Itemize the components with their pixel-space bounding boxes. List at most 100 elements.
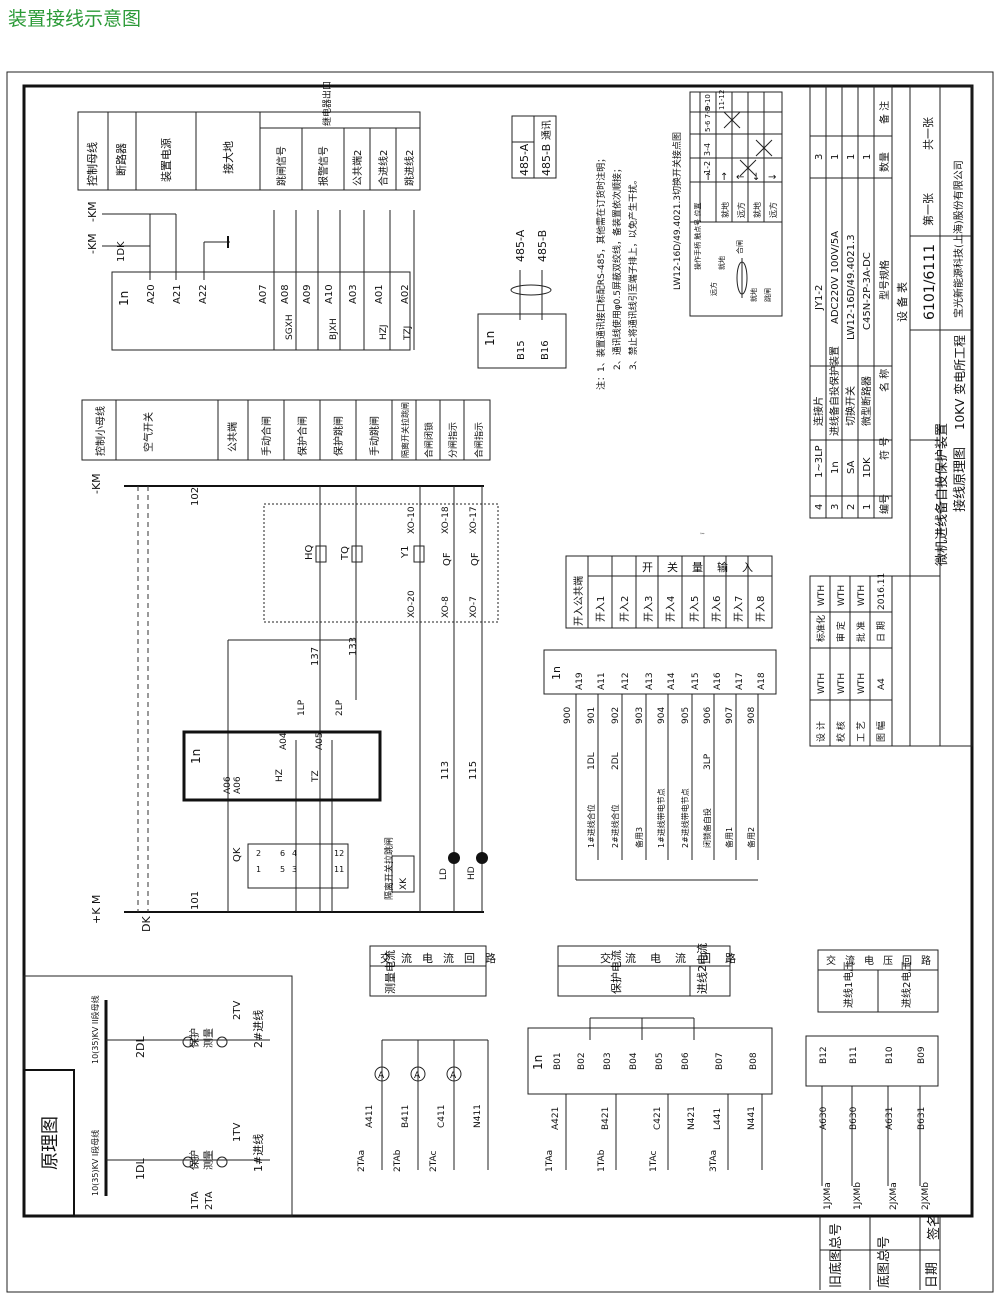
notes: 注：1、装置通讯接口标配RS-485，其他需在订货时注明； 2、通讯线使用φ0.…	[595, 154, 639, 390]
comm-pin-b16: B16	[540, 340, 551, 360]
pt-pin-b10: B10	[885, 1046, 895, 1064]
equip-r3-qty: 1	[846, 154, 857, 160]
cc-label-ptrip: 保护跳闸	[332, 416, 345, 456]
prot-wire-n441: N441	[747, 1106, 757, 1130]
ctrl-module: 1n	[117, 291, 131, 306]
lw-pos-5: 跳闸	[763, 288, 772, 302]
ctrl-km-1: -KM	[86, 201, 99, 222]
equip-r2-sym: 1n	[830, 461, 841, 474]
cc-qk: QK	[232, 847, 243, 862]
di-module: 1n	[550, 666, 563, 680]
cc-pin-a05: A05	[315, 732, 325, 750]
equip-r4-name: 微型断路器	[860, 376, 873, 426]
comm-block: 通讯 485-A 485-B 485-A 485-B 1n B15 B16	[477, 115, 567, 369]
principle-prot1: 保护	[188, 1150, 201, 1170]
cc-contact-1lp: 1LP	[297, 699, 307, 716]
cc-pin-a04: A04	[279, 732, 289, 750]
meas-wire-a411: A411	[365, 1105, 375, 1128]
cc-lamp-ld: LD	[439, 868, 449, 880]
equip-col-note: 备 注	[878, 101, 891, 124]
ctrl-pin-a21: A21	[172, 284, 183, 304]
di-in-4: 1#进线带电节点	[656, 788, 666, 848]
cc-lamp-hd: HD	[467, 866, 477, 880]
di-wire-907: 907	[725, 707, 735, 724]
role-format: 图 幅	[875, 721, 887, 742]
cc-qk-3: 3	[292, 865, 297, 874]
role-check: 校 核	[835, 721, 847, 742]
ctrl-sig-bjxh: BJXH	[329, 318, 339, 340]
side-label-base: 底图总号	[876, 1236, 892, 1288]
di-pin-a19: A19	[575, 672, 585, 690]
principle-meas1: 测量	[202, 1150, 215, 1170]
cc-label-open-ind: 分闸指示	[447, 422, 459, 458]
cc-coil-y1: Y1	[400, 546, 411, 559]
cc-km-bot: +K M	[90, 895, 103, 924]
di-in-7: 备用1	[724, 827, 734, 848]
equip-r4-model: C45N-2P-3A-DC	[862, 252, 873, 330]
pt-src-2b: 2JXMb	[921, 1182, 931, 1210]
ctrl-out-trip: 跳闸信号	[275, 146, 288, 186]
role-check-val: WTH	[837, 673, 847, 694]
page-title: 装置接线示意图	[8, 8, 142, 30]
pt-pin-b12: B12	[819, 1046, 829, 1064]
cc-label-common: 公共端	[226, 422, 239, 452]
lw-col-1: 1-2	[703, 161, 712, 174]
di-pin-a11: A11	[597, 672, 607, 690]
lw-switch-table: LW12-16D/49.4021.3切换开关接点图 1-2 3-4 5-6 7-…	[671, 90, 783, 317]
lw-arrow-4: ↓	[752, 172, 760, 183]
cc-wire-115: 115	[468, 761, 479, 780]
prot-pin-b03: B03	[603, 1052, 613, 1070]
equip-r1-name: 连接片	[812, 396, 825, 426]
equip-r4-qty: 1	[862, 154, 873, 160]
prot-ct-block: 交流电流回路 保护电流 进线2电流 1n B01 B02 B03 B04 B05…	[527, 943, 773, 1172]
di-pin-a14: A14	[667, 672, 677, 690]
di-pin-a18: A18	[757, 672, 767, 690]
meas-header: 交流电流回路	[380, 951, 506, 965]
prot-ct-c: 1TAc	[649, 1150, 659, 1172]
equip-r3-sym: SA	[846, 460, 857, 474]
ctrl-pin-a07: A07	[258, 284, 269, 304]
pt-wire-b630: B630	[849, 1106, 859, 1130]
role2-date: 日 期	[876, 621, 887, 642]
di-group: 开关量输入	[700, 532, 705, 535]
prot-wire-n421: N421	[687, 1106, 697, 1130]
principle-diagram: 原理图 10(35)KV I段母线 10(35)KV II段母线 1DL 2DL…	[23, 975, 293, 1217]
prot-pin-b08: B08	[749, 1052, 759, 1070]
pt-sub2: 进线2电压	[900, 962, 913, 1008]
di-h5: 开入5	[690, 596, 701, 622]
control-block: 控制母线 断路器 装置电源 接大地 继电器出口 跳闸信号 报警信号 公共端2 合…	[77, 81, 421, 351]
cc-qk-2: 2	[256, 849, 261, 858]
note-1: 注：1、装置通讯接口标配RS-485，其他需在订货时注明；	[595, 154, 607, 390]
cc-wire-137: 137	[310, 647, 321, 666]
cc-qk-1: 1	[256, 865, 261, 874]
pt-wire-b631: B631	[917, 1107, 927, 1130]
cc-wire-113: 113	[440, 761, 451, 780]
ctrl-pin-a02: A02	[400, 284, 411, 304]
lw-row-2: 远方	[736, 202, 746, 218]
di-h3: 开入3	[644, 596, 655, 622]
ctrl-sig-hzj: HZJ	[379, 324, 389, 340]
di-wire-906: 906	[703, 707, 713, 724]
role2-approve-val: WTH	[857, 585, 867, 606]
comm-line-b: 485-B	[536, 230, 549, 262]
equip-r4-sym: 1DK	[862, 457, 873, 478]
principle-title: 原理图	[40, 1116, 61, 1170]
prot-wire-l441: L441	[713, 1108, 723, 1130]
cc-qk-5: 5	[280, 865, 285, 874]
cc-label-close-ind: 合闸指示	[473, 422, 485, 458]
cc-wire-133: 133	[348, 637, 359, 656]
equip-r1-sym: 1~3LP	[814, 445, 825, 478]
prot-pin-b06: B06	[681, 1052, 691, 1070]
cc-xk: XK	[399, 877, 409, 890]
role2-std-val: WTH	[817, 585, 827, 606]
cc-qk-4: 4	[292, 849, 297, 858]
cc-wire-101: 101	[190, 891, 201, 910]
equip-col-model: 型号规格	[878, 260, 891, 300]
lw-title: LW12-16D/49.4021.3切换开关接点图	[671, 132, 683, 290]
di-h2: 开入2	[620, 596, 631, 622]
control-circuit: 控制小母线 空气开关 公共端 手动合闸 保护合闸 保护跳闸 手动跳闸 隔离开关拉…	[81, 399, 499, 932]
lw-row-1: 就地	[720, 202, 730, 218]
prot-pin-b02: B02	[577, 1052, 587, 1070]
ctrl-pin-a08: A08	[280, 284, 291, 304]
role2-date-val: 2016.11	[877, 573, 887, 610]
